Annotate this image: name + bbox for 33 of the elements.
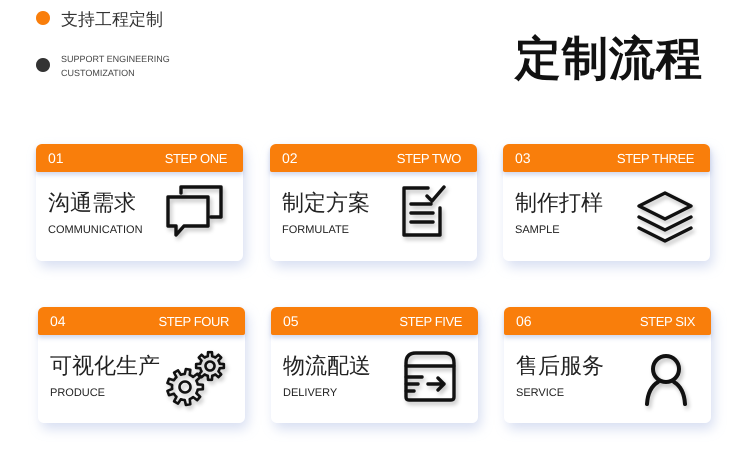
step-subtitle: DELIVERY xyxy=(283,387,338,400)
step-card xyxy=(270,144,477,261)
english-subtitle: SUPPORT ENGINEERING CUSTOMIZATION xyxy=(61,53,171,80)
step-label: STEP THREE xyxy=(616,150,694,166)
step-number: 01 xyxy=(48,150,64,166)
step-label: STEP TWO xyxy=(396,150,461,166)
step-number: 02 xyxy=(282,150,298,166)
step-card xyxy=(271,307,478,423)
step-title: 物流配送 xyxy=(283,353,371,379)
step-subtitle: SERVICE xyxy=(516,387,564,400)
step-number: 06 xyxy=(516,313,532,329)
subtitle: 支持工程定制 xyxy=(61,9,163,31)
step-title: 沟通需求 xyxy=(48,190,136,216)
step-label: STEP SIX xyxy=(640,314,695,328)
step-subtitle: SAMPLE xyxy=(515,224,560,237)
step-card xyxy=(36,144,243,261)
step-label: STEP FIVE xyxy=(399,314,462,328)
step-subtitle: PRODUCE xyxy=(50,387,106,400)
step-label: STEP ONE xyxy=(164,150,227,166)
step-card xyxy=(503,144,710,261)
step-number: 05 xyxy=(283,313,299,329)
step-title: 售后服务 xyxy=(516,353,604,379)
step-title: 可视化生产 xyxy=(50,353,160,379)
step-number: 03 xyxy=(515,150,531,166)
step-title: 制定方案 xyxy=(282,190,370,216)
page-title: 定制流程 xyxy=(515,31,703,86)
step-subtitle: COMMUNICATION xyxy=(48,224,143,237)
step-number: 04 xyxy=(50,313,66,329)
step-subtitle: FORMULATE xyxy=(282,224,350,237)
step-card xyxy=(504,307,711,423)
step-title: 制作打样 xyxy=(515,190,603,216)
step-card xyxy=(38,307,245,423)
step-label: STEP FOUR xyxy=(158,314,229,328)
